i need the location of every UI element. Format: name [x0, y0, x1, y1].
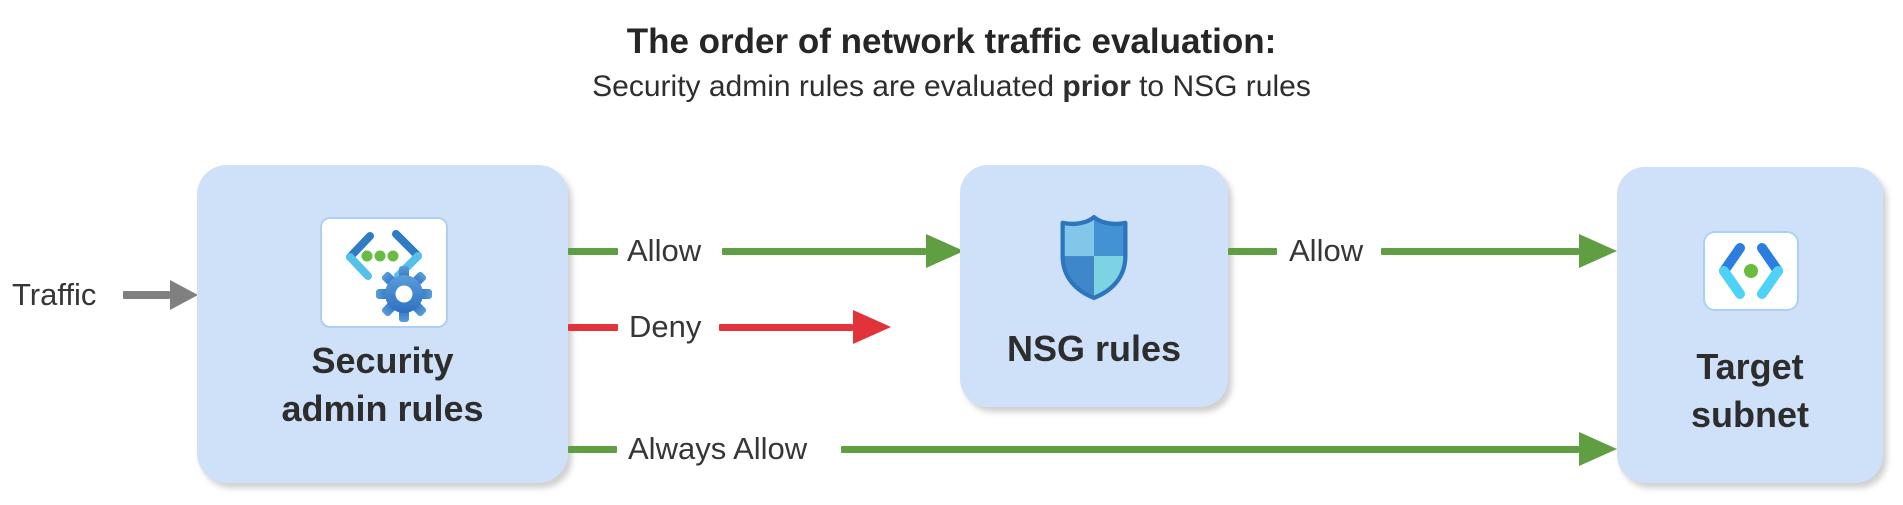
- target-subnet-icon-box: [1703, 231, 1799, 311]
- allow-to-nsg-line: [722, 248, 926, 255]
- shield-icon: [1060, 214, 1128, 300]
- allow-to-target-label: Allow: [1289, 233, 1364, 268]
- nsg-rules-label: NSG rules: [1006, 328, 1182, 369]
- target-subnet-label-line1: Target: [1696, 346, 1804, 387]
- always-allow-line: [841, 446, 1579, 453]
- traffic-arrow-line: [123, 291, 170, 299]
- security-admin-icon-box: [320, 217, 448, 328]
- node-nsg-rules: NSG rules: [960, 165, 1228, 407]
- security-admin-label: Security admin rules: [197, 337, 568, 433]
- allow-to-target-line: [1381, 248, 1579, 255]
- deny-line: [719, 324, 853, 331]
- allow-to-target-stub: [1228, 248, 1277, 255]
- subtitle-bold-word: prior: [1062, 70, 1131, 103]
- diagram-title: The order of network traffic evaluation:: [626, 22, 1277, 61]
- security-admin-label-line2: admin rules: [281, 388, 484, 429]
- traffic-label: Traffic: [12, 277, 97, 312]
- allow-to-target-arrowhead-icon: [1579, 234, 1617, 268]
- traffic-arrow-head-icon: [170, 280, 198, 310]
- target-subnet-label-line2: subnet: [1690, 394, 1809, 435]
- diagram-header: The order of network traffic evaluation:…: [0, 22, 1903, 105]
- allow-to-nsg-label: Allow: [627, 233, 702, 268]
- deny-arrowhead-icon: [853, 310, 891, 344]
- security-admin-label-line1: Security: [311, 340, 454, 381]
- always-allow-label: Always Allow: [628, 431, 808, 466]
- allow-to-nsg-arrowhead-icon: [926, 234, 964, 268]
- code-brackets-dot-icon: [1719, 243, 1783, 299]
- deny-label: Deny: [629, 309, 702, 344]
- always-allow-stub: [568, 446, 617, 453]
- subtitle-prefix: Security admin rules are evaluated: [592, 70, 1063, 103]
- diagram-subtitle: Security admin rules are evaluated prior…: [0, 69, 1903, 105]
- deny-stub: [568, 324, 618, 331]
- always-allow-arrowhead-icon: [1579, 432, 1617, 466]
- node-target-subnet: Target subnet: [1617, 167, 1883, 483]
- target-subnet-label: Target subnet: [1617, 343, 1883, 439]
- node-security-admin-rules: Security admin rules: [197, 165, 568, 483]
- allow-to-nsg-stub: [568, 248, 618, 255]
- subtitle-suffix: to NSG rules: [1130, 70, 1311, 103]
- code-brackets-gear-icon: [346, 230, 432, 322]
